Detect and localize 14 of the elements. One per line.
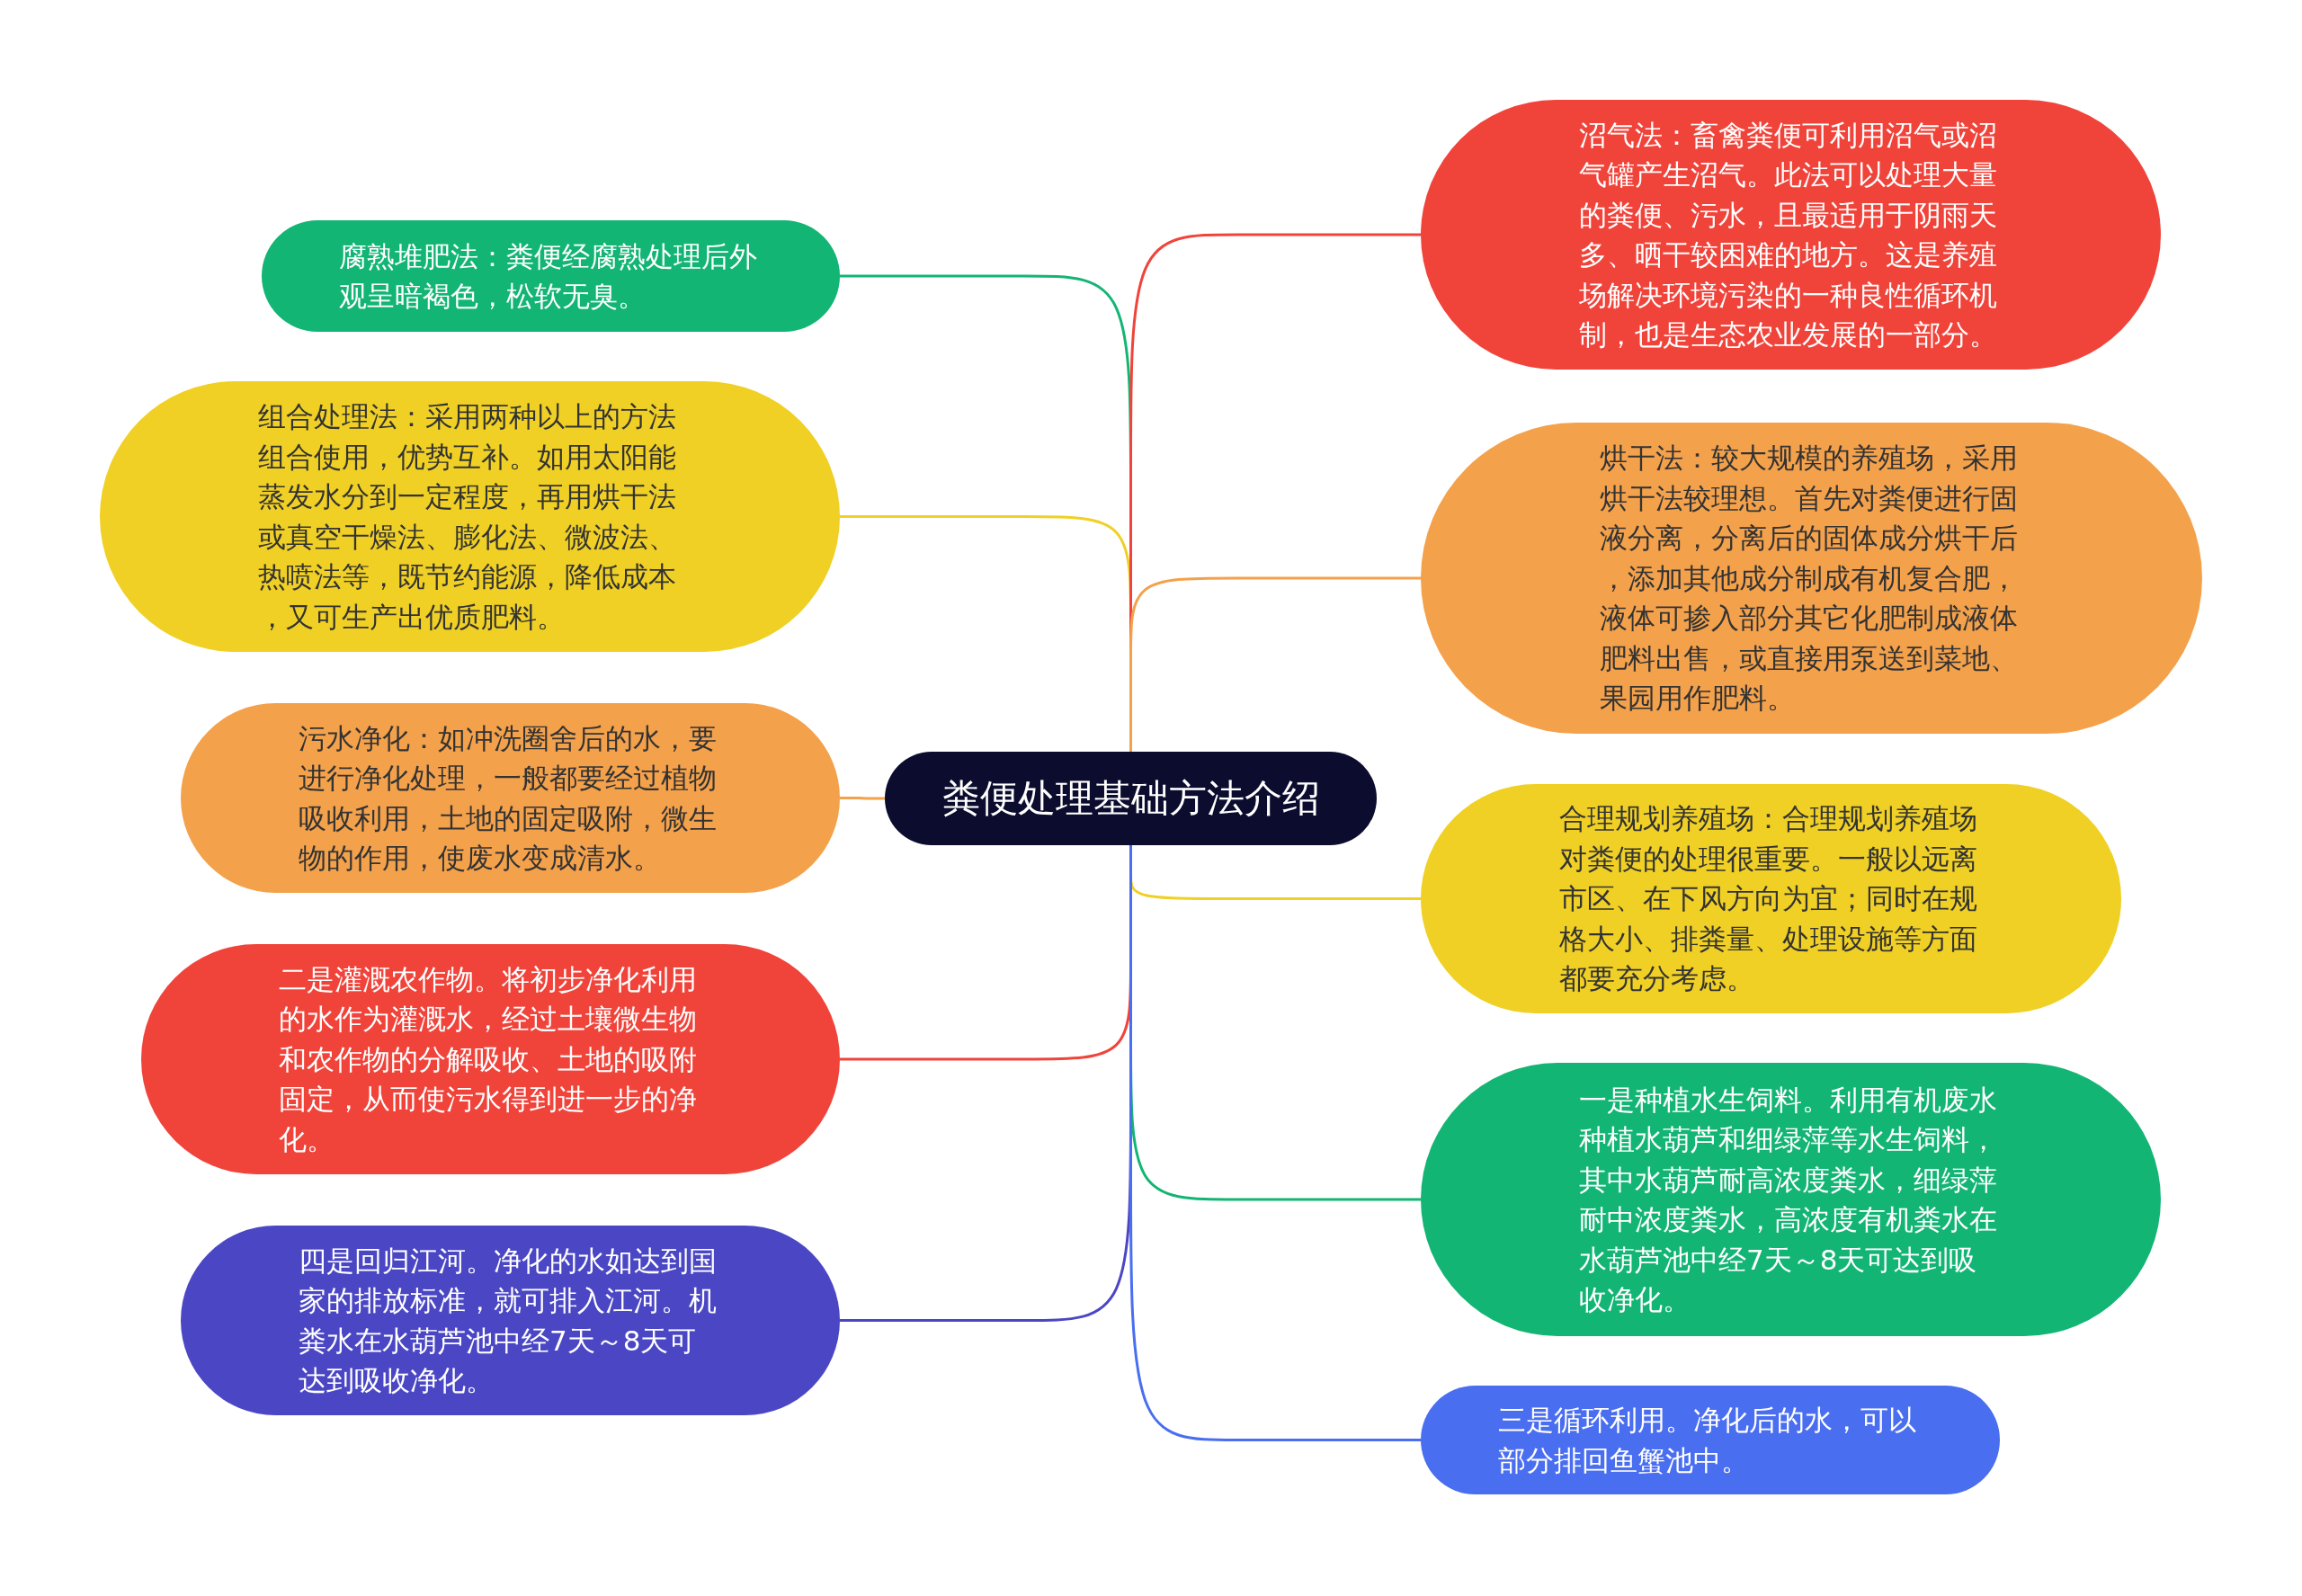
topic-text: 烘干法：较大规模的养殖场，采用烘干法较理想。首先对粪便进行固液分离，分离后的固体成分烘干后，添加其他成分制成有机复合肥，液体可掺入部分其它化肥制成液体肥料出售，或直接用泵送到菜地、果园用作肥料。	[1599, 441, 2019, 717]
topic-text: 合理规划养殖场：合理规划养殖场对粪便的处理很重要。一般以远离市区、在下风方向为宜；同时在规格大小、排粪量、处理设施等方面都要充分考虑。	[1558, 801, 1978, 997]
topic-text: 腐熟堆肥法：粪便经腐熟处理后外观呈暗褐色，松软无臭。	[338, 238, 758, 314]
connector-line	[1129, 845, 1421, 1441]
connector-line	[840, 797, 885, 800]
topic-text: 污水净化：如冲洗圈舍后的水，要进行净化处理，一般都要经过植物吸收利用，土地的固定吸附，微生物的作用，使废水变成清水。	[298, 720, 718, 876]
topic-text: 三是循环利用。净化后的水，可以部分排回鱼蟹池中。	[1498, 1403, 1918, 1478]
topic-text: 一是种植水生饲料。利用有机废水种植水葫芦和细绿萍等水生饲料，其中水葫芦耐高浓度粪水，细绿萍耐中浓度粪水，高浓度有机粪水在水葫芦池中经7天～8天可达到吸收净化。	[1578, 1082, 1998, 1317]
topic-text: 组合处理法：采用两种以上的方法组合使用，优势互补。如用太阳能蒸发水分到一定程度，再用烘干法或真空干燥法、膨化法、微波法、热喷法等，既节约能源，降低成本，又可生产出优质肥料。	[257, 399, 677, 635]
topic-text: 沼气法：畜禽粪便可利用沼气或沼气罐产生沼气。此法可以处理大量的粪便、污水，且最适用于阴雨天多、晒干较困难的地方。这是养殖场解决环境污染的一种良性循环机制，也是生态农业发展的一部分。	[1578, 117, 1998, 352]
topic-text: 粪便处理基础方法介绍	[941, 775, 1320, 822]
topic-text: 二是灌溉农作物。将初步净化利用的水作为灌溉水，经过土壤微生物和农作物的分解吸收、土地的吸附固定，从而使污水得到进一步的净化。	[278, 961, 698, 1157]
connector-line	[1129, 576, 1421, 752]
topic-text: 四是回归江河。净化的水如达到国家的排放标准，就可排入江河。机粪水在水葫芦池中经7天～8天可达到吸收净化。	[298, 1243, 718, 1398]
